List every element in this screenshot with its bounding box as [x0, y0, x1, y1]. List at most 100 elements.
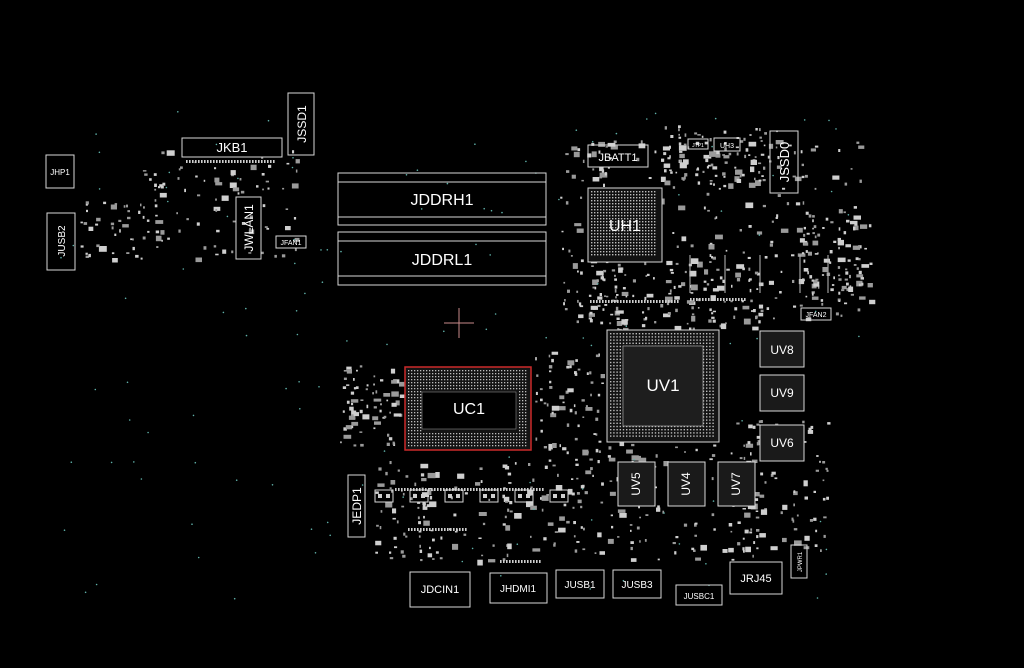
- pad: [677, 300, 679, 303]
- pad: [195, 175, 198, 178]
- component-uv7[interactable]: UV7: [717, 461, 756, 507]
- pad: [404, 488, 406, 491]
- pad: [408, 409, 410, 411]
- component-jhdmi1[interactable]: JHDMI1: [489, 572, 548, 604]
- label-jfan2: JFAN2: [805, 312, 826, 319]
- pad: [706, 419, 708, 421]
- pad: [797, 253, 806, 257]
- pad: [248, 252, 252, 254]
- pad: [420, 388, 422, 390]
- pad: [111, 226, 114, 230]
- pad: [712, 288, 719, 292]
- pad: [624, 200, 626, 202]
- component-jddrh1[interactable]: JDDRH1: [337, 172, 547, 226]
- component-uv1[interactable]: UV1: [606, 329, 720, 443]
- pad: [639, 239, 641, 241]
- pad: [525, 415, 527, 417]
- pad: [667, 342, 669, 344]
- pad: [459, 442, 461, 444]
- component-jdcin1[interactable]: JDCIN1: [409, 571, 471, 608]
- component-uc1[interactable]: UC1: [404, 366, 532, 451]
- pad: [806, 232, 810, 235]
- pad: [706, 409, 708, 412]
- pad: [678, 142, 682, 146]
- pad: [716, 268, 720, 271]
- pad: [805, 295, 808, 298]
- pad: [474, 388, 476, 390]
- pad: [582, 416, 585, 418]
- component-jddrl1[interactable]: JDDRL1: [337, 231, 547, 286]
- pad: [525, 379, 527, 381]
- component-jusb2[interactable]: JUSB2: [46, 212, 76, 271]
- pad: [478, 537, 482, 539]
- pad: [629, 435, 631, 437]
- pad: [610, 429, 612, 431]
- component-jkb1[interactable]: JKB1: [181, 137, 283, 158]
- pad: [838, 278, 842, 281]
- pad: [662, 510, 665, 514]
- component-jssd1[interactable]: JSSD1: [287, 92, 315, 156]
- component-jtp1[interactable]: JTP1: [687, 138, 709, 150]
- pad: [594, 194, 596, 196]
- component-jpwr1[interactable]: JPWR1: [790, 544, 808, 579]
- component-jfan2[interactable]: JFAN2: [800, 307, 832, 321]
- component-jusb1[interactable]: JUSB1: [555, 569, 605, 599]
- via: [825, 573, 827, 575]
- pad: [648, 191, 650, 193]
- pad: [351, 414, 355, 418]
- component-uv9[interactable]: UV9: [759, 374, 805, 412]
- component-jhp1[interactable]: JHP1: [45, 154, 75, 189]
- pad: [495, 388, 497, 390]
- pad: [420, 528, 422, 531]
- pad: [450, 433, 452, 435]
- pad: [686, 425, 689, 428]
- component-jrj45[interactable]: JRJ45: [729, 561, 783, 595]
- pad: [743, 137, 746, 141]
- pad: [423, 445, 425, 447]
- pad: [414, 403, 416, 405]
- component-jfan1[interactable]: JFAN1: [275, 235, 307, 249]
- pad: [606, 239, 608, 241]
- component-uh1[interactable]: UH1: [587, 187, 663, 263]
- pad: [612, 254, 614, 256]
- pad: [636, 526, 640, 530]
- pad: [509, 560, 511, 563]
- pad: [470, 488, 472, 491]
- component-uv8[interactable]: UV8: [759, 330, 805, 368]
- pad: [525, 424, 527, 426]
- component-jusb3[interactable]: JUSB3: [612, 569, 662, 599]
- pad: [613, 390, 615, 392]
- via: [285, 387, 287, 390]
- pad: [528, 463, 531, 466]
- pad: [566, 451, 569, 455]
- component-jedp1[interactable]: JEDP1: [347, 474, 366, 538]
- via: [95, 583, 98, 586]
- component-uh3[interactable]: UH3: [713, 137, 741, 152]
- pad: [671, 300, 673, 303]
- component-uv5[interactable]: UV5: [617, 461, 656, 507]
- pad: [417, 439, 419, 441]
- component-uv6[interactable]: UV6: [759, 424, 805, 462]
- pad: [480, 439, 482, 441]
- pad: [414, 439, 416, 441]
- pad: [453, 433, 455, 435]
- component-uv4[interactable]: UV4: [667, 461, 706, 507]
- component-jbatt1[interactable]: JBATT1: [587, 144, 649, 168]
- component-jwlan1[interactable]: JWLAN1: [235, 196, 262, 260]
- pad: [683, 176, 686, 180]
- pad: [657, 505, 660, 509]
- pad: [638, 342, 641, 344]
- component-jusbc1[interactable]: JUSBC1: [675, 584, 723, 606]
- component-jssd0[interactable]: JSSD0: [769, 130, 799, 194]
- pad: [737, 521, 741, 524]
- pad: [498, 433, 500, 435]
- pad: [610, 365, 612, 367]
- pad: [477, 436, 479, 438]
- pad: [421, 478, 427, 482]
- pad: [702, 361, 705, 364]
- pad: [717, 298, 719, 301]
- pad: [648, 212, 650, 214]
- pad: [706, 336, 708, 338]
- pad: [498, 370, 500, 372]
- pad: [599, 300, 601, 303]
